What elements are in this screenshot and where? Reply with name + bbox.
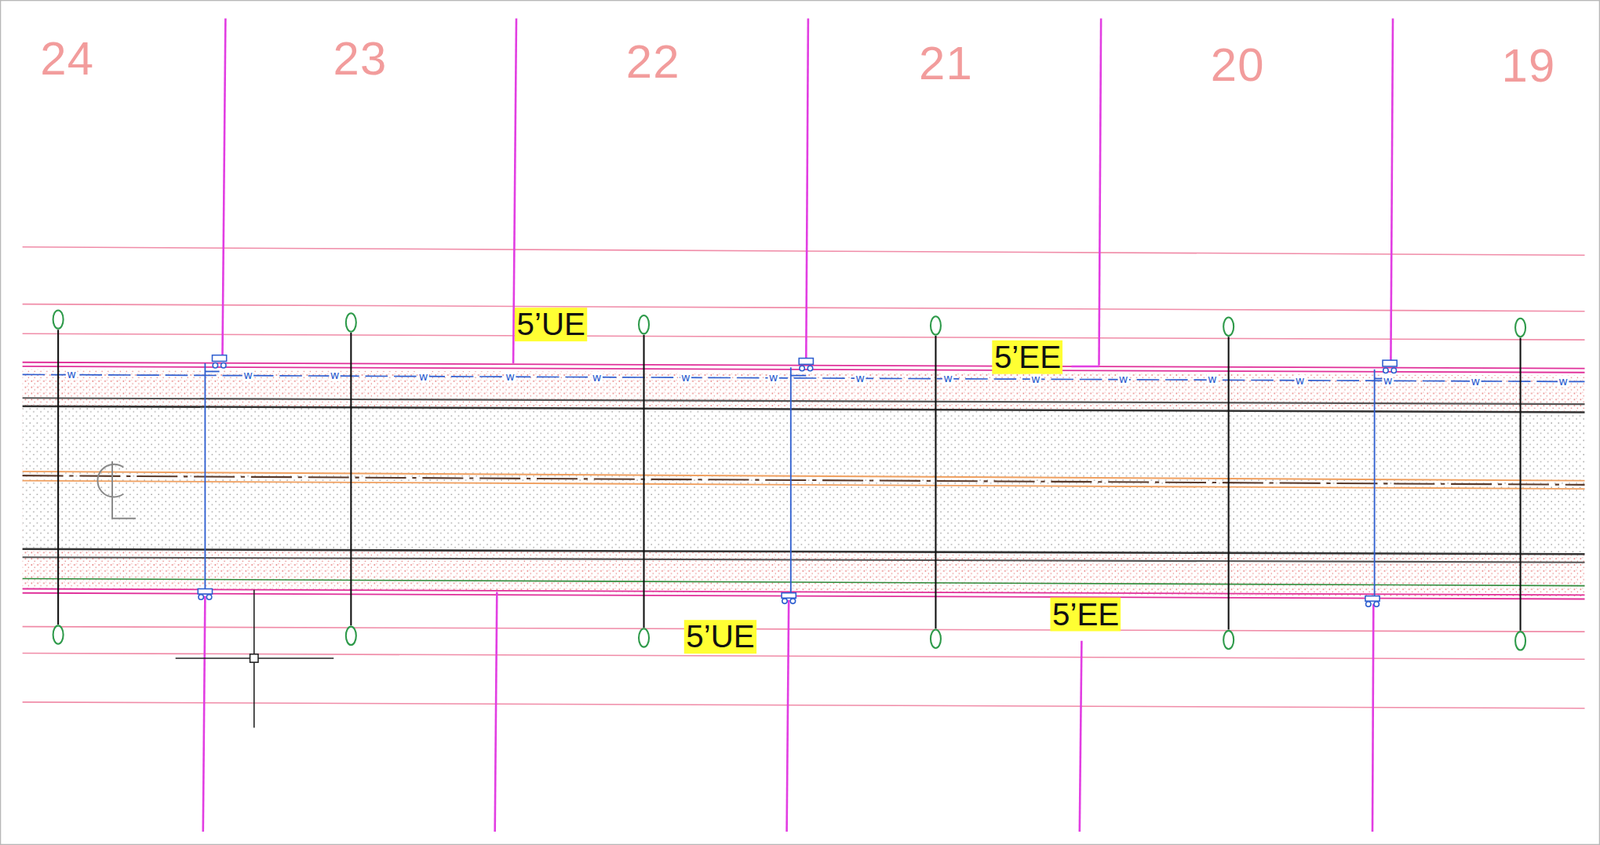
water-line-mark: w (1469, 375, 1481, 387)
water-line-mark: w (328, 370, 340, 382)
service-lines (204, 363, 1390, 598)
water-line-mark: w (1557, 375, 1569, 387)
road-fill (22, 369, 1586, 598)
lot-number: 19 (1501, 41, 1556, 89)
curb-lines (22, 397, 1586, 586)
lot-number: 21 (918, 40, 974, 88)
easement-label: 5’UE (514, 307, 588, 342)
easement-label: 5’EE (991, 340, 1063, 375)
easement-label: 5’UE (684, 619, 758, 654)
water-line-mark: w (768, 372, 780, 384)
water-line-mark: w (1030, 373, 1042, 385)
lot-number: 20 (1210, 40, 1265, 88)
water-line-mark: w (942, 373, 954, 385)
water-line-mark: w (242, 370, 254, 382)
lot-number: 23 (332, 34, 387, 82)
water-line-mark: w (1381, 375, 1393, 387)
water-line-mark: w (418, 371, 430, 383)
water-line-mark: w (591, 371, 603, 383)
right-of-way-lines (22, 362, 1586, 600)
water-line-mark: w (854, 372, 866, 384)
lot-number: 22 (626, 37, 681, 85)
lot-lines (203, 18, 1393, 832)
centerline (22, 461, 1586, 519)
meter-symbols (197, 355, 1397, 608)
water-line-mark: w (680, 371, 692, 383)
water-line-mark: w (1294, 375, 1306, 387)
parcel-lines (22, 247, 1586, 709)
water-line-mark: w (504, 371, 516, 383)
light-poles (53, 309, 1526, 650)
easement-label: 5’EE (1049, 597, 1121, 632)
water-line-mark: w (1206, 374, 1218, 386)
water-line (22, 374, 1586, 382)
crosshair-cursor (175, 590, 335, 729)
water-line-mark: w (65, 368, 77, 380)
lot-number: 24 (40, 34, 95, 82)
water-line-mark: w (1118, 374, 1130, 386)
